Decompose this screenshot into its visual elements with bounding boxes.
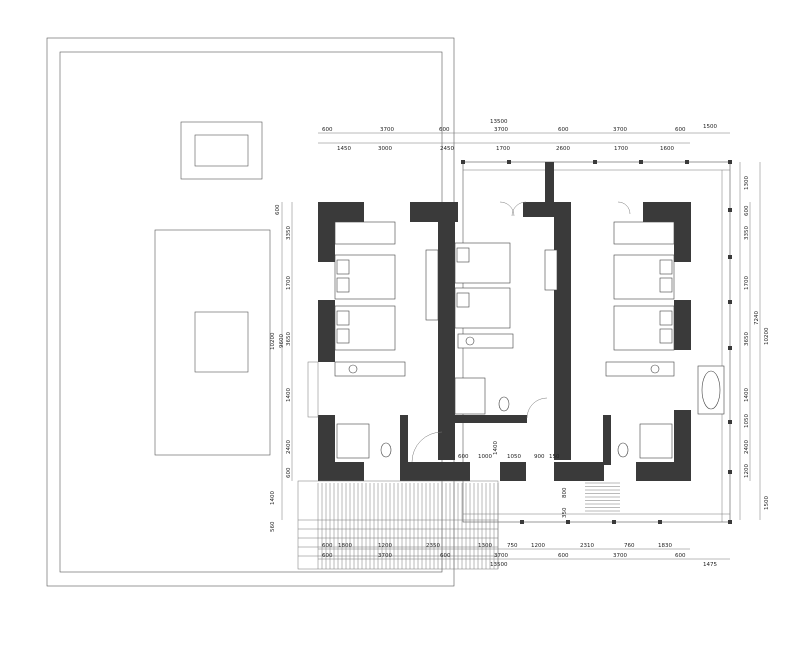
svg-text:3350: 3350 bbox=[286, 226, 292, 240]
dim-inner-v: 1400 bbox=[493, 441, 499, 455]
svg-text:3000: 3000 bbox=[378, 146, 392, 152]
svg-text:3700: 3700 bbox=[494, 127, 508, 133]
svg-text:600: 600 bbox=[675, 553, 686, 559]
svg-text:1700: 1700 bbox=[496, 146, 510, 152]
svg-text:2400: 2400 bbox=[286, 440, 292, 454]
svg-text:600: 600 bbox=[458, 454, 469, 460]
dim-top-row2: 1450 3000 2450 1700 2600 1700 1600 bbox=[337, 146, 674, 152]
svg-text:3350: 3350 bbox=[744, 226, 750, 240]
svg-text:10200: 10200 bbox=[764, 327, 770, 345]
svg-text:600: 600 bbox=[558, 553, 569, 559]
svg-text:1500: 1500 bbox=[764, 496, 770, 510]
svg-text:1400: 1400 bbox=[286, 388, 292, 402]
svg-text:2350: 2350 bbox=[426, 543, 440, 549]
svg-text:1300: 1300 bbox=[744, 176, 750, 190]
svg-text:3700: 3700 bbox=[613, 127, 627, 133]
svg-text:600: 600 bbox=[322, 127, 333, 133]
dim-top-total: 13500 bbox=[490, 119, 508, 125]
dim-bottom-right: 1475 bbox=[703, 562, 717, 568]
svg-text:3700: 3700 bbox=[494, 553, 508, 559]
svg-text:1600: 1600 bbox=[660, 146, 674, 152]
dim-stair-a: 350 bbox=[562, 507, 568, 518]
dim-bottom-row1: 600 1800 1200 2350 1300 750 1200 2310 76… bbox=[322, 543, 672, 549]
dim-right: 1300 600 3350 1700 3650 1400 1050 2400 1… bbox=[744, 176, 770, 510]
svg-text:600: 600 bbox=[322, 543, 333, 549]
svg-text:3650: 3650 bbox=[744, 332, 750, 346]
svg-text:1200: 1200 bbox=[744, 464, 750, 478]
svg-text:600: 600 bbox=[275, 204, 281, 215]
furniture bbox=[307, 160, 732, 524]
svg-text:1830: 1830 bbox=[658, 543, 672, 549]
walls bbox=[318, 162, 691, 481]
svg-text:1200: 1200 bbox=[531, 543, 545, 549]
svg-text:1000: 1000 bbox=[478, 454, 492, 460]
svg-text:750: 750 bbox=[507, 543, 518, 549]
svg-text:600: 600 bbox=[744, 205, 750, 216]
svg-text:3700: 3700 bbox=[378, 553, 392, 559]
svg-text:150: 150 bbox=[549, 454, 560, 460]
svg-text:1400: 1400 bbox=[270, 491, 276, 505]
svg-text:600: 600 bbox=[440, 553, 451, 559]
svg-text:600: 600 bbox=[675, 127, 686, 133]
svg-text:560: 560 bbox=[270, 521, 276, 532]
dim-left: 600 3350 1700 3650 1400 2400 600 1400 56… bbox=[270, 204, 292, 532]
svg-text:600: 600 bbox=[286, 467, 292, 478]
svg-text:9600: 9600 bbox=[279, 334, 285, 348]
svg-text:3650: 3650 bbox=[286, 332, 292, 346]
svg-text:2400: 2400 bbox=[744, 440, 750, 454]
dim-top-right: 1500 bbox=[703, 124, 717, 130]
svg-text:1200: 1200 bbox=[378, 543, 392, 549]
svg-text:1700: 1700 bbox=[286, 276, 292, 290]
svg-text:600: 600 bbox=[439, 127, 450, 133]
dim-top-row1: 600 3700 600 3700 600 3700 600 bbox=[322, 127, 686, 133]
stairs-main bbox=[297, 480, 499, 570]
svg-text:2310: 2310 bbox=[580, 543, 594, 549]
svg-text:1050: 1050 bbox=[744, 414, 750, 428]
svg-text:10200: 10200 bbox=[270, 332, 276, 350]
svg-text:2600: 2600 bbox=[556, 146, 570, 152]
svg-text:1700: 1700 bbox=[744, 276, 750, 290]
dim-bottom-row2: 600 3700 600 3700 600 3700 600 bbox=[322, 553, 686, 559]
svg-text:1450: 1450 bbox=[337, 146, 351, 152]
stairs-right bbox=[585, 482, 620, 512]
svg-text:7240: 7240 bbox=[754, 311, 760, 325]
svg-text:600: 600 bbox=[558, 127, 569, 133]
svg-text:1700: 1700 bbox=[614, 146, 628, 152]
dimension-lines bbox=[281, 132, 761, 560]
svg-text:1300: 1300 bbox=[478, 543, 492, 549]
dim-inner-bottom: 600 1000 1050 900 150 bbox=[458, 454, 560, 460]
svg-text:3700: 3700 bbox=[380, 127, 394, 133]
svg-text:1800: 1800 bbox=[338, 543, 352, 549]
svg-text:600: 600 bbox=[322, 553, 333, 559]
svg-text:1050: 1050 bbox=[507, 454, 521, 460]
svg-text:900: 900 bbox=[534, 454, 545, 460]
svg-text:760: 760 bbox=[624, 543, 635, 549]
dim-stair-b: 800 bbox=[562, 487, 568, 498]
dim-bottom-total: 13500 bbox=[490, 562, 508, 568]
svg-text:1400: 1400 bbox=[744, 388, 750, 402]
svg-text:3700: 3700 bbox=[613, 553, 627, 559]
svg-text:2450: 2450 bbox=[440, 146, 454, 152]
